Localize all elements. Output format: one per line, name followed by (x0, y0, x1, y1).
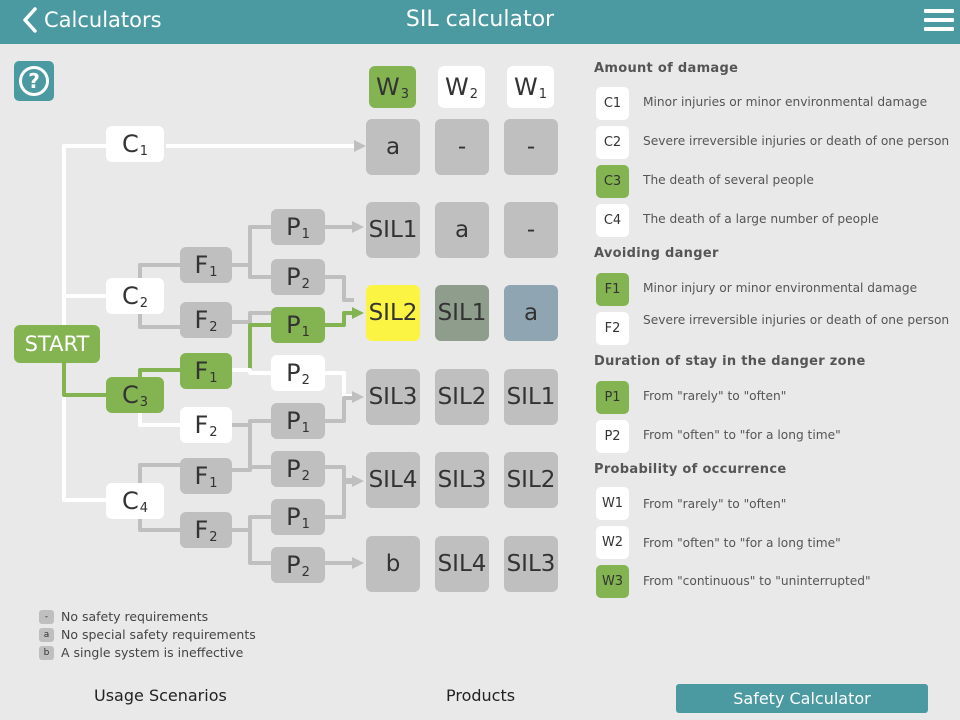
option-f1-button[interactable]: F1 (596, 273, 629, 306)
option-w2-button[interactable]: W2 (596, 526, 629, 559)
legend-item: - No safety requirements (39, 609, 208, 624)
section-title-avoiding: Avoiding danger (594, 246, 719, 261)
matrix-cell: SIL4 (366, 452, 420, 508)
option-c2-button[interactable]: C2 (596, 126, 629, 159)
start-node[interactable]: START (14, 325, 100, 363)
option-f2-button[interactable]: F2 (596, 312, 629, 345)
section-title-probability: Probability of occurrence (594, 462, 787, 477)
legend-item: b A single system is ineffective (39, 645, 243, 660)
question-icon: ? (19, 66, 49, 96)
option-w2-text: From "often" to "for a long time" (643, 536, 841, 550)
matrix-cell: SIL1 (366, 202, 420, 258)
matrix-cell: SIL3 (504, 536, 558, 592)
matrix-cell: SIL1 (504, 369, 558, 425)
matrix-cell: a (366, 119, 420, 175)
legend-symbol: - (39, 609, 54, 624)
matrix-cell: SIL3 (435, 452, 489, 508)
legend-symbol: b (39, 645, 54, 660)
back-button[interactable]: Calculators (22, 6, 162, 34)
matrix-cell: - (435, 119, 489, 175)
matrix-cell: SIL2 (435, 369, 489, 425)
option-c4-button[interactable]: C4 (596, 204, 629, 237)
matrix-cell: SIL2 (504, 452, 558, 508)
option-c4-text: The death of a large number of people (643, 212, 879, 226)
matrix-cell: SIL3 (366, 369, 420, 425)
option-p2-text: From "often" to "for a long time" (643, 428, 841, 442)
matrix-cell: a (435, 202, 489, 258)
section-title-damage: Amount of damage (594, 61, 739, 76)
option-c1-text: Minor injuries or minor environmental da… (643, 95, 928, 109)
option-p1-button[interactable]: P1 (596, 381, 629, 414)
legend-text: A single system is ineffective (61, 645, 244, 660)
chevron-left-icon (23, 7, 37, 33)
matrix-cell-result: SIL2 (366, 285, 420, 341)
matrix-cell: SIL1 (435, 285, 489, 341)
option-p2-button[interactable]: P2 (596, 420, 629, 453)
option-w3-text: From "continuous" to "uninterrupted" (643, 574, 871, 588)
section-title-duration: Duration of stay in the danger zone (594, 354, 866, 369)
legend-text: No safety requirements (61, 609, 209, 624)
nav-safety-calculator[interactable]: Safety Calculator (676, 684, 928, 713)
nav-usage-scenarios[interactable]: Usage Scenarios (94, 686, 227, 705)
matrix-cell: - (504, 202, 558, 258)
matrix-cell: b (366, 536, 420, 592)
back-label: Calculators (44, 8, 162, 32)
option-w1-text: From "rarely" to "often" (643, 497, 787, 511)
option-f2-text: Severe irreversible injuries or death of… (643, 313, 950, 327)
header-bar: Calculators SIL calculator (0, 0, 960, 44)
matrix-cell: - (504, 119, 558, 175)
matrix-cell: a (504, 285, 558, 341)
option-c1-button[interactable]: C1 (596, 87, 629, 120)
option-w1-button[interactable]: W1 (596, 487, 629, 520)
option-c3-text: The death of several people (643, 173, 814, 187)
decision-tree-lines (62, 140, 366, 569)
hamburger-menu-icon[interactable] (924, 6, 954, 38)
nav-products[interactable]: Products (446, 686, 516, 705)
legend-symbol: a (39, 627, 54, 642)
help-button[interactable]: ? (14, 61, 54, 101)
legend-text: No special safety requirements (61, 627, 256, 642)
legend-item: a No special safety requirements (39, 627, 256, 642)
option-p1-text: From "rarely" to "often" (643, 389, 787, 403)
option-w3-button[interactable]: W3 (596, 565, 629, 598)
option-f1-text: Minor injury or minor environmental dama… (643, 281, 918, 295)
option-c2-text: Severe irreversible injuries or death of… (643, 134, 950, 148)
option-c3-button[interactable]: C3 (596, 165, 629, 198)
matrix-cell: SIL4 (435, 536, 489, 592)
